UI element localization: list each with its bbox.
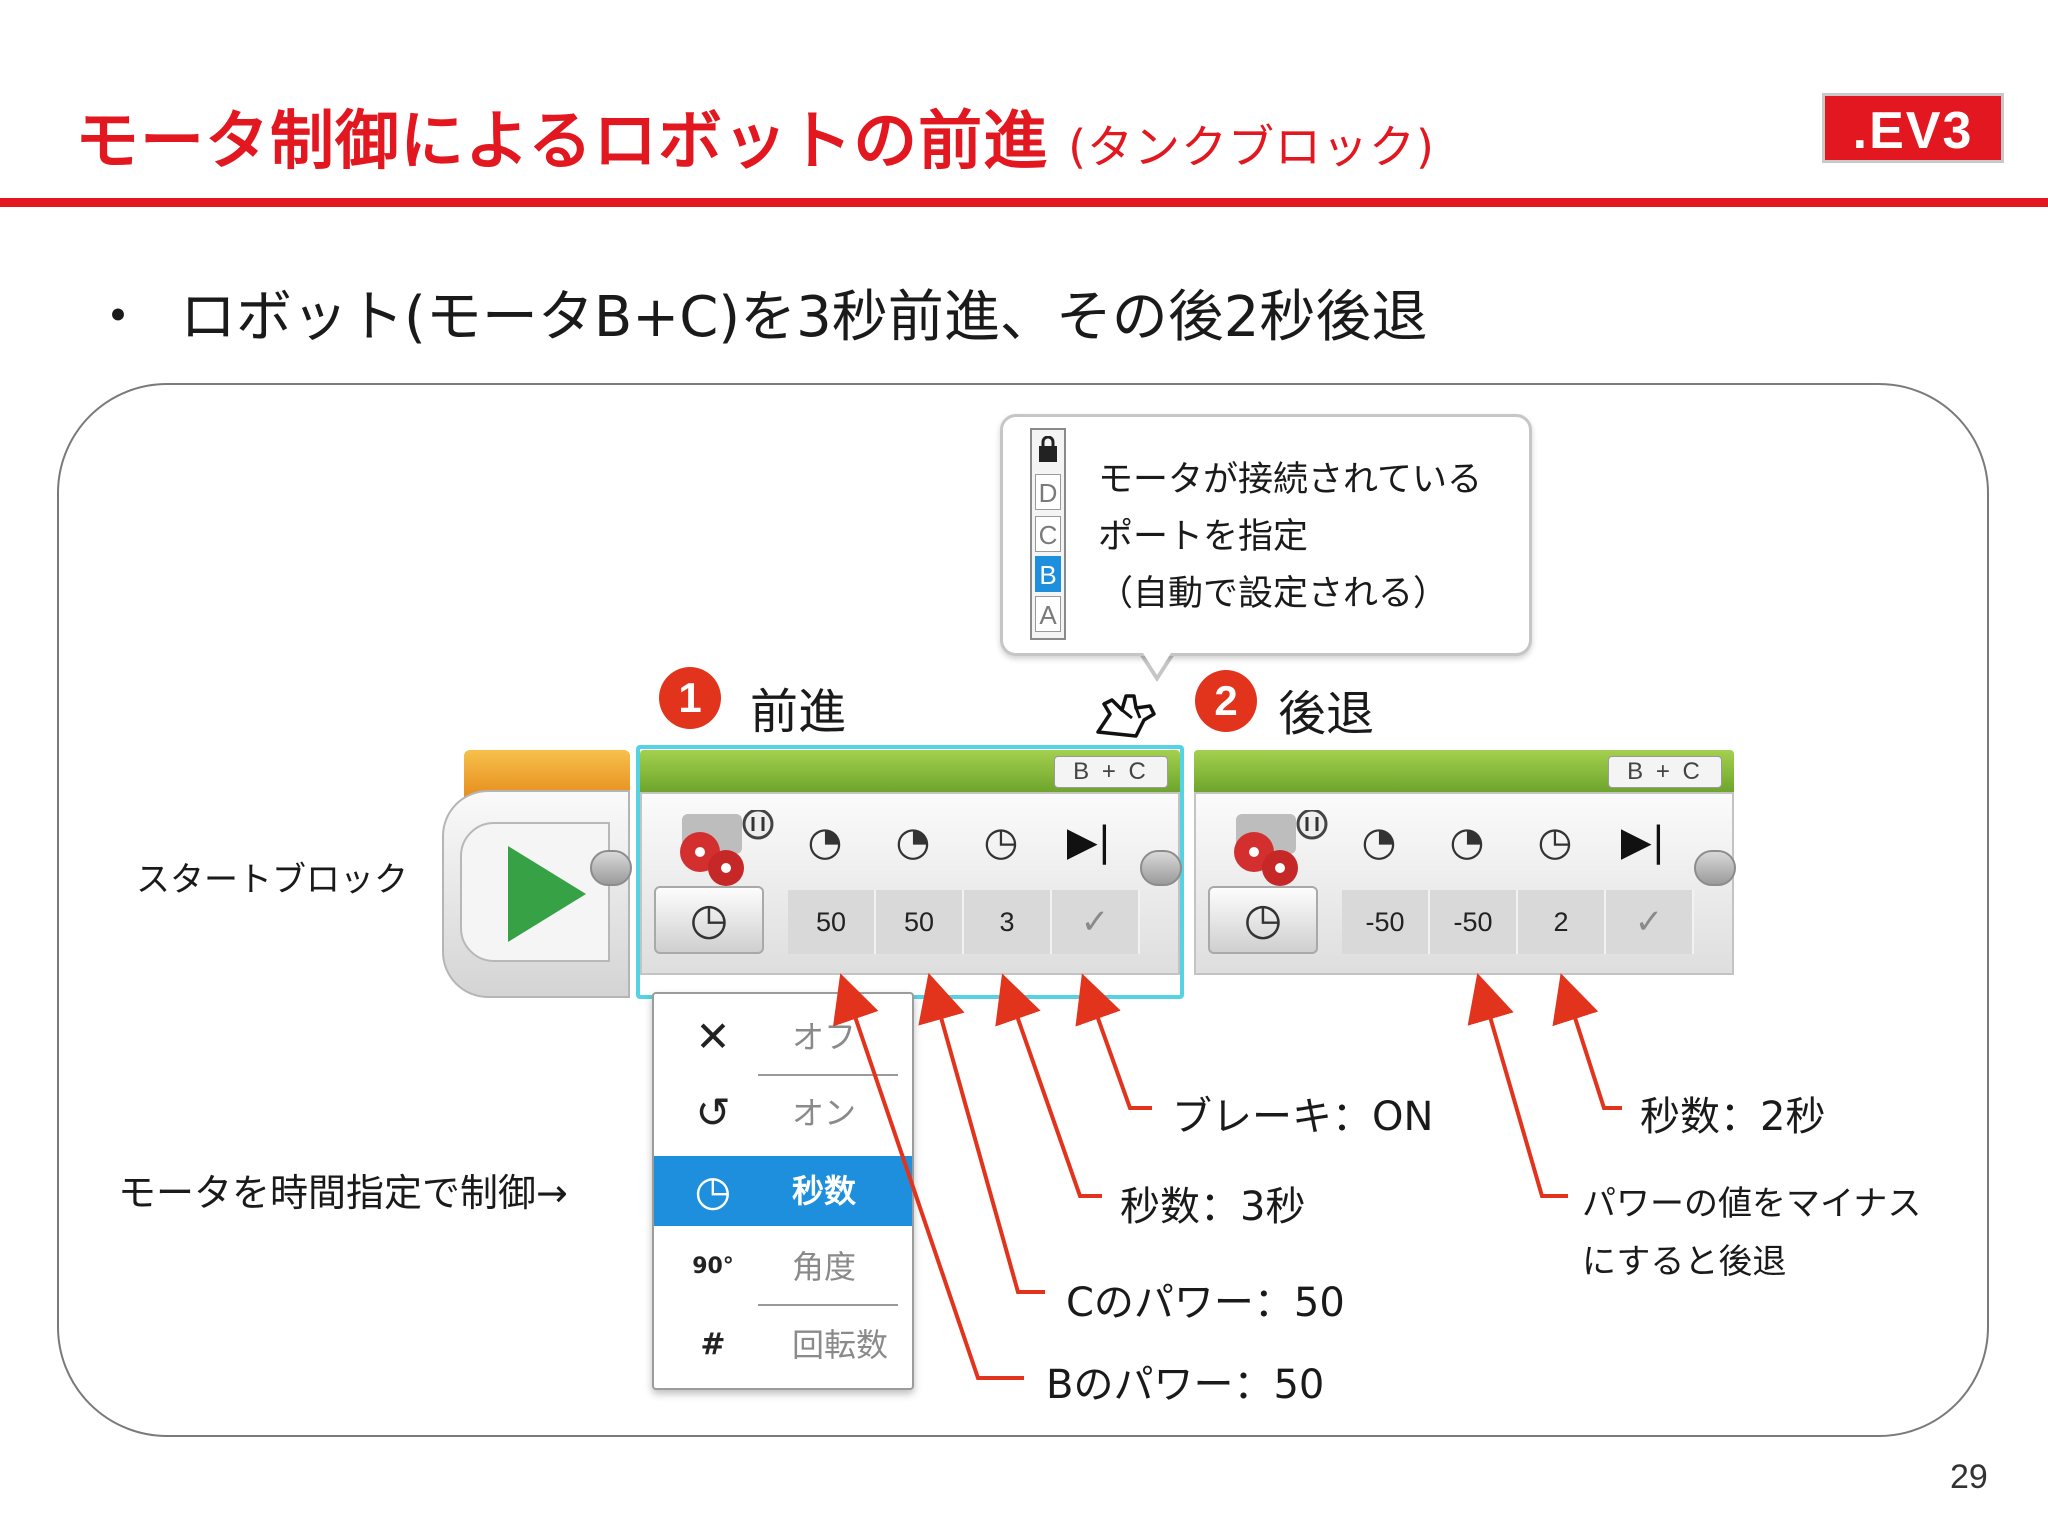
arrow-seconds-1	[995, 973, 1102, 1198]
lock-icon	[1035, 435, 1061, 472]
block-port-label[interactable]: B + C	[1054, 756, 1168, 788]
param-brake[interactable]: ✓	[1606, 890, 1694, 954]
menu-item-on[interactable]: ↺ オン	[654, 1078, 912, 1148]
callout-line: モータが接続されている	[1098, 460, 1482, 500]
brake-annotation: ブレーキ：ON	[1172, 1094, 1434, 1140]
param-seconds[interactable]: 3	[964, 890, 1052, 954]
port-selector[interactable]: D C B A	[1030, 428, 1066, 640]
rotate-icon: ↺	[695, 1088, 731, 1137]
port-d[interactable]: D	[1035, 474, 1061, 510]
param-power-c[interactable]: 50	[876, 890, 964, 954]
header-divider	[0, 198, 2048, 207]
rotations-icon: #	[700, 1327, 726, 1362]
title-main: モータ制御によるロボットの前進	[75, 105, 1049, 179]
callout-text: モータが接続されている ポートを指定 （自動で設定される）	[1098, 452, 1482, 623]
menu-item-label: オン	[792, 1094, 857, 1132]
port-a[interactable]: A	[1035, 596, 1061, 632]
mode-button-timer[interactable]: ◷	[1208, 886, 1318, 954]
start-block[interactable]	[442, 750, 630, 998]
block-port-label[interactable]: B + C	[1608, 756, 1722, 788]
menu-item-label: 秒数	[792, 1172, 857, 1210]
seconds-icon: ◷	[983, 819, 1019, 865]
negative-annotation-line2: にすると後退	[1582, 1242, 1787, 1282]
b-power-annotation: Bのパワー：50	[1046, 1362, 1325, 1408]
param-seconds[interactable]: 2	[1518, 890, 1606, 954]
port-c[interactable]: C	[1035, 516, 1061, 552]
close-icon: ✕	[695, 1012, 731, 1061]
start-connector	[590, 850, 632, 886]
slide-title: モータ制御によるロボットの前進 (タンクブロック)	[75, 90, 1435, 182]
menu-item-label: 回転数	[792, 1326, 889, 1364]
seconds1-annotation: 秒数：3秒	[1120, 1184, 1306, 1230]
diagram-panel	[57, 383, 1989, 1437]
port-callout	[1000, 414, 1532, 656]
menu-item-rotations[interactable]: # 回転数	[654, 1310, 912, 1380]
mode-annotation: モータを時間指定で制御→	[118, 1171, 568, 1215]
bullet-text: ロボット(モータB+C)を3秒前進、その後2秒後退	[180, 285, 1428, 350]
param-row: 50 50 3 ✓	[788, 890, 1140, 954]
arrow-c-power	[918, 972, 1045, 1294]
param-power-b[interactable]: 50	[788, 890, 876, 954]
power-c-icon: ◔	[1449, 819, 1485, 865]
arrow-seconds-2	[1552, 973, 1622, 1110]
param-power-b[interactable]: -50	[1342, 890, 1430, 954]
c-power-annotation: Cのパワー：50	[1066, 1280, 1345, 1326]
param-row: -50 -50 2 ✓	[1342, 890, 1694, 954]
menu-item-seconds[interactable]: ◷ 秒数	[654, 1156, 912, 1226]
step-1-label: 前進	[750, 684, 847, 740]
tank-motor-icon	[1232, 808, 1332, 890]
menu-divider	[758, 1074, 898, 1076]
degrees-icon: 90°	[692, 1254, 734, 1279]
tank-motor-icon	[678, 808, 778, 890]
menu-divider	[758, 1304, 898, 1306]
seconds2-annotation: 秒数：2秒	[1640, 1094, 1826, 1140]
callout-line: ポートを指定	[1098, 517, 1309, 557]
brake-icon: ▶|	[1066, 819, 1112, 865]
arrow-negative-power	[1467, 972, 1568, 1198]
menu-item-degrees[interactable]: 90° 角度	[654, 1232, 912, 1306]
start-block-label: スタートブロック	[136, 860, 408, 900]
callout-tail-fill	[1138, 645, 1176, 675]
bullet-point: ・ロボット(モータB+C)を3秒前進、その後2秒後退	[90, 272, 1427, 353]
step-1-badge: 1	[659, 667, 721, 729]
power-b-icon: ◔	[1361, 819, 1397, 865]
power-c-icon: ◔	[895, 819, 931, 865]
port-b[interactable]: B	[1035, 556, 1061, 592]
menu-item-off[interactable]: ✕ オフ	[654, 1002, 912, 1076]
block2-connector	[1694, 850, 1736, 886]
title-sub: (タンクブロック)	[1068, 120, 1435, 174]
bullet-dot-icon: ・	[90, 285, 146, 350]
param-power-c[interactable]: -50	[1430, 890, 1518, 954]
step-2-label: 後退	[1278, 686, 1375, 742]
seconds-icon: ◷	[1537, 819, 1573, 865]
ev3-logo: .EV3	[1822, 93, 2004, 163]
param-brake[interactable]: ✓	[1052, 890, 1140, 954]
arrow-b-power	[833, 973, 1024, 1380]
play-icon	[508, 846, 586, 942]
start-block-body	[442, 790, 630, 998]
arrow-brake	[1075, 973, 1152, 1110]
menu-item-label: 角度	[792, 1248, 857, 1286]
power-b-icon: ◔	[807, 819, 843, 865]
start-block-inner	[460, 822, 610, 962]
page-number: 29	[1950, 1458, 1988, 1496]
mode-button-timer[interactable]: ◷	[654, 886, 764, 954]
timer-icon: ◷	[694, 1166, 732, 1215]
tank-block-forward[interactable]: B + C ◔ ◔ ◷ ▶| ◷ 50 50 3 ✓	[640, 750, 1180, 975]
tank-block-backward[interactable]: B + C ◔ ◔ ◷ ▶| ◷ -50 -50 2 ✓	[1194, 750, 1734, 975]
hand-pointer-icon	[1092, 684, 1162, 744]
block1-connector	[1140, 850, 1182, 886]
brake-icon: ▶|	[1620, 819, 1666, 865]
callout-line: （自動で設定される）	[1098, 574, 1449, 614]
step-2-badge: 2	[1195, 670, 1257, 732]
negative-annotation-line1: パワーの値をマイナス	[1582, 1184, 1922, 1224]
